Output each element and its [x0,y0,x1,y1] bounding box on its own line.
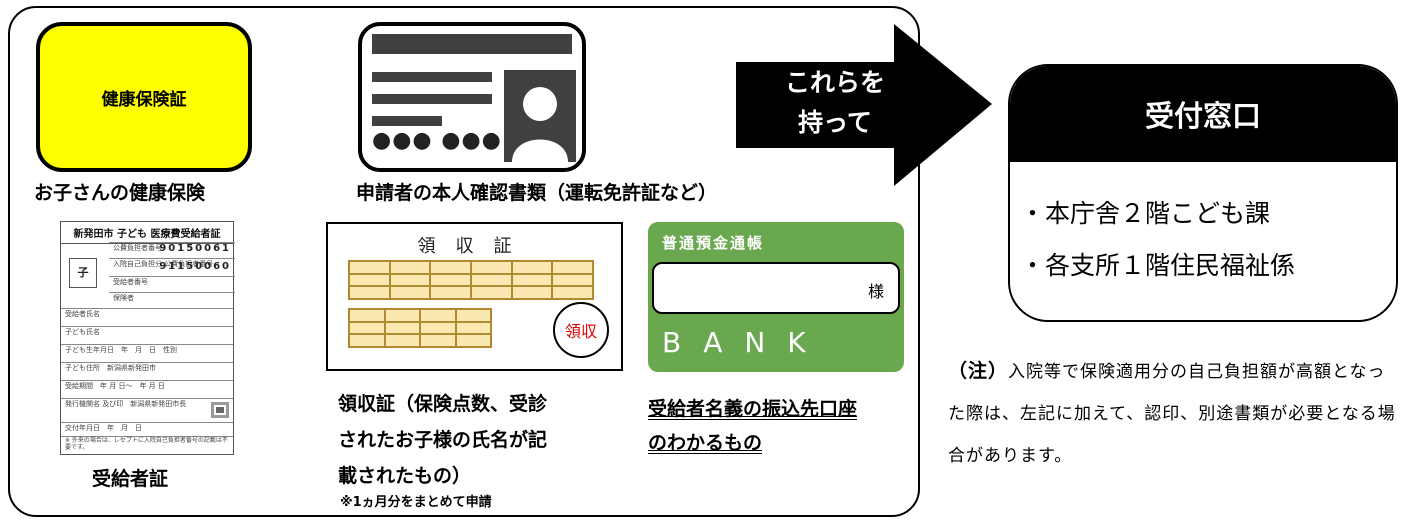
bankbook-name-suffix: 様 [867,282,884,301]
certificate-digits: 91150060 [159,261,231,272]
bankbook-header: 普通預金通帳 [662,234,765,252]
receipt-grid [348,308,492,348]
location-item: ・本庁舎２階こども課 [1020,199,1271,228]
certificate-row: 子ども氏名 [61,326,233,337]
id-card-line [372,72,492,82]
arrow-label-line: 持って [798,108,872,137]
recipient-certificate: 新発田市 子ども 医療費受給者証 子 公費負担者番号 90150061 入院自己… [60,221,235,455]
location-item: ・各支所１階住民福祉係 [1020,251,1296,280]
bankbook-illustration: 普通預金通帳 様 BANK [648,222,904,372]
documents-frame [8,6,920,517]
receipt-caption-line: されたお子様の氏名が記 [338,429,548,451]
certificate-row: 受給者氏名 [61,308,233,319]
health-insurance-card-label: 健康保険証 [101,89,187,110]
certificate-row-label: 公費負担者番号 [113,244,162,252]
certificate-child-box: 子 [69,258,97,288]
certificate-row: 保険者 [109,292,235,303]
recipient-certificate-caption: 受給者証 [92,468,169,490]
person-icon [504,70,576,162]
certificate-row: 受給期間 年 月 日〜 年 月 日 [61,380,233,391]
id-card-line [372,94,492,104]
certificate-row-label: 入院自己負担分 公費負担者番号 [113,260,214,268]
certificate-title: 新発田市 子ども 医療費受給者証 [61,222,233,244]
id-card-illustration: ●●● ●●● [358,22,586,172]
note-text: 入院等で保険適用分の自己負担額が高額となった際は、左記に加えて、認印、別途書類が… [948,362,1396,466]
bankbook-caption-line: のわかるもの [648,432,763,454]
id-card-line [372,116,442,126]
certificate-row: 子ども生年月日 年 月 日 性別 [61,344,233,355]
health-insurance-caption: お子さんの健康保険 [34,182,206,204]
bankbook-word: BANK [662,326,828,359]
receipt-note: ※1ヵ月分をまとめて申請 [340,495,492,510]
bankbook-caption-line: 受給者名義の振込先口座 [648,398,858,420]
arrow-right-icon [736,24,992,186]
certificate-row: 入院自己負担分 公費負担者番号 91150060 [109,258,235,274]
identification-caption: 申請者の本人確認書類（運転免許証など） [356,182,718,204]
receipt-stamp: 領収 [553,302,609,358]
certificate-footnote: ※ 外来の場合は、レセプトに入院自己負担者番号の記載は不要です。 [61,436,233,451]
location-list: ・本庁舎２階こども課 ・各支所１階住民福祉係 [1010,162,1396,292]
certificate-row: 受給者番号 [109,276,235,287]
certificate-row: 公費負担者番号 90150061 [109,242,235,256]
receipt-grid [348,260,594,300]
id-card-bar [372,34,572,54]
note-label: （注） [948,360,1009,382]
certificate-row: 子ども住所 新潟県新発田市 [61,362,233,373]
receipt-caption-line: 載されたもの） [338,465,472,487]
bankbook-name-box: 様 [652,262,900,314]
bankbook-caption: 受給者名義の振込先口座 のわかるもの [648,392,857,460]
seal-icon [211,402,229,418]
note-paragraph: （注）入院等で保険適用分の自己負担額が高額となった際は、左記に加えて、認印、別途… [948,350,1398,477]
arrow-label-line: これらを [784,68,885,97]
health-insurance-card: 健康保険証 [36,22,252,172]
id-card-dots: ●●● ●●● [372,128,502,153]
receipt-illustration: 領収証 領収 [326,222,623,371]
receipt-title: 領収証 [417,236,532,257]
arrow-label: これらを 持って [755,63,915,143]
certificate-row: 発行機関名 及び印 新潟県新発田市長 [61,398,233,420]
certificate-row: 交付年月日 年 月 日 [61,422,233,433]
certificate-digits: 90150061 [159,243,231,254]
reception-counter-title: 受付窓口 [1010,66,1396,162]
receipt-caption: 領収証（保険点数、受診 されたお子様の氏名が記 載されたもの） [338,386,547,494]
reception-counter-panel: 受付窓口 ・本庁舎２階こども課 ・各支所１階住民福祉係 [1008,64,1398,322]
receipt-caption-line: 領収証（保険点数、受診 [338,393,548,415]
